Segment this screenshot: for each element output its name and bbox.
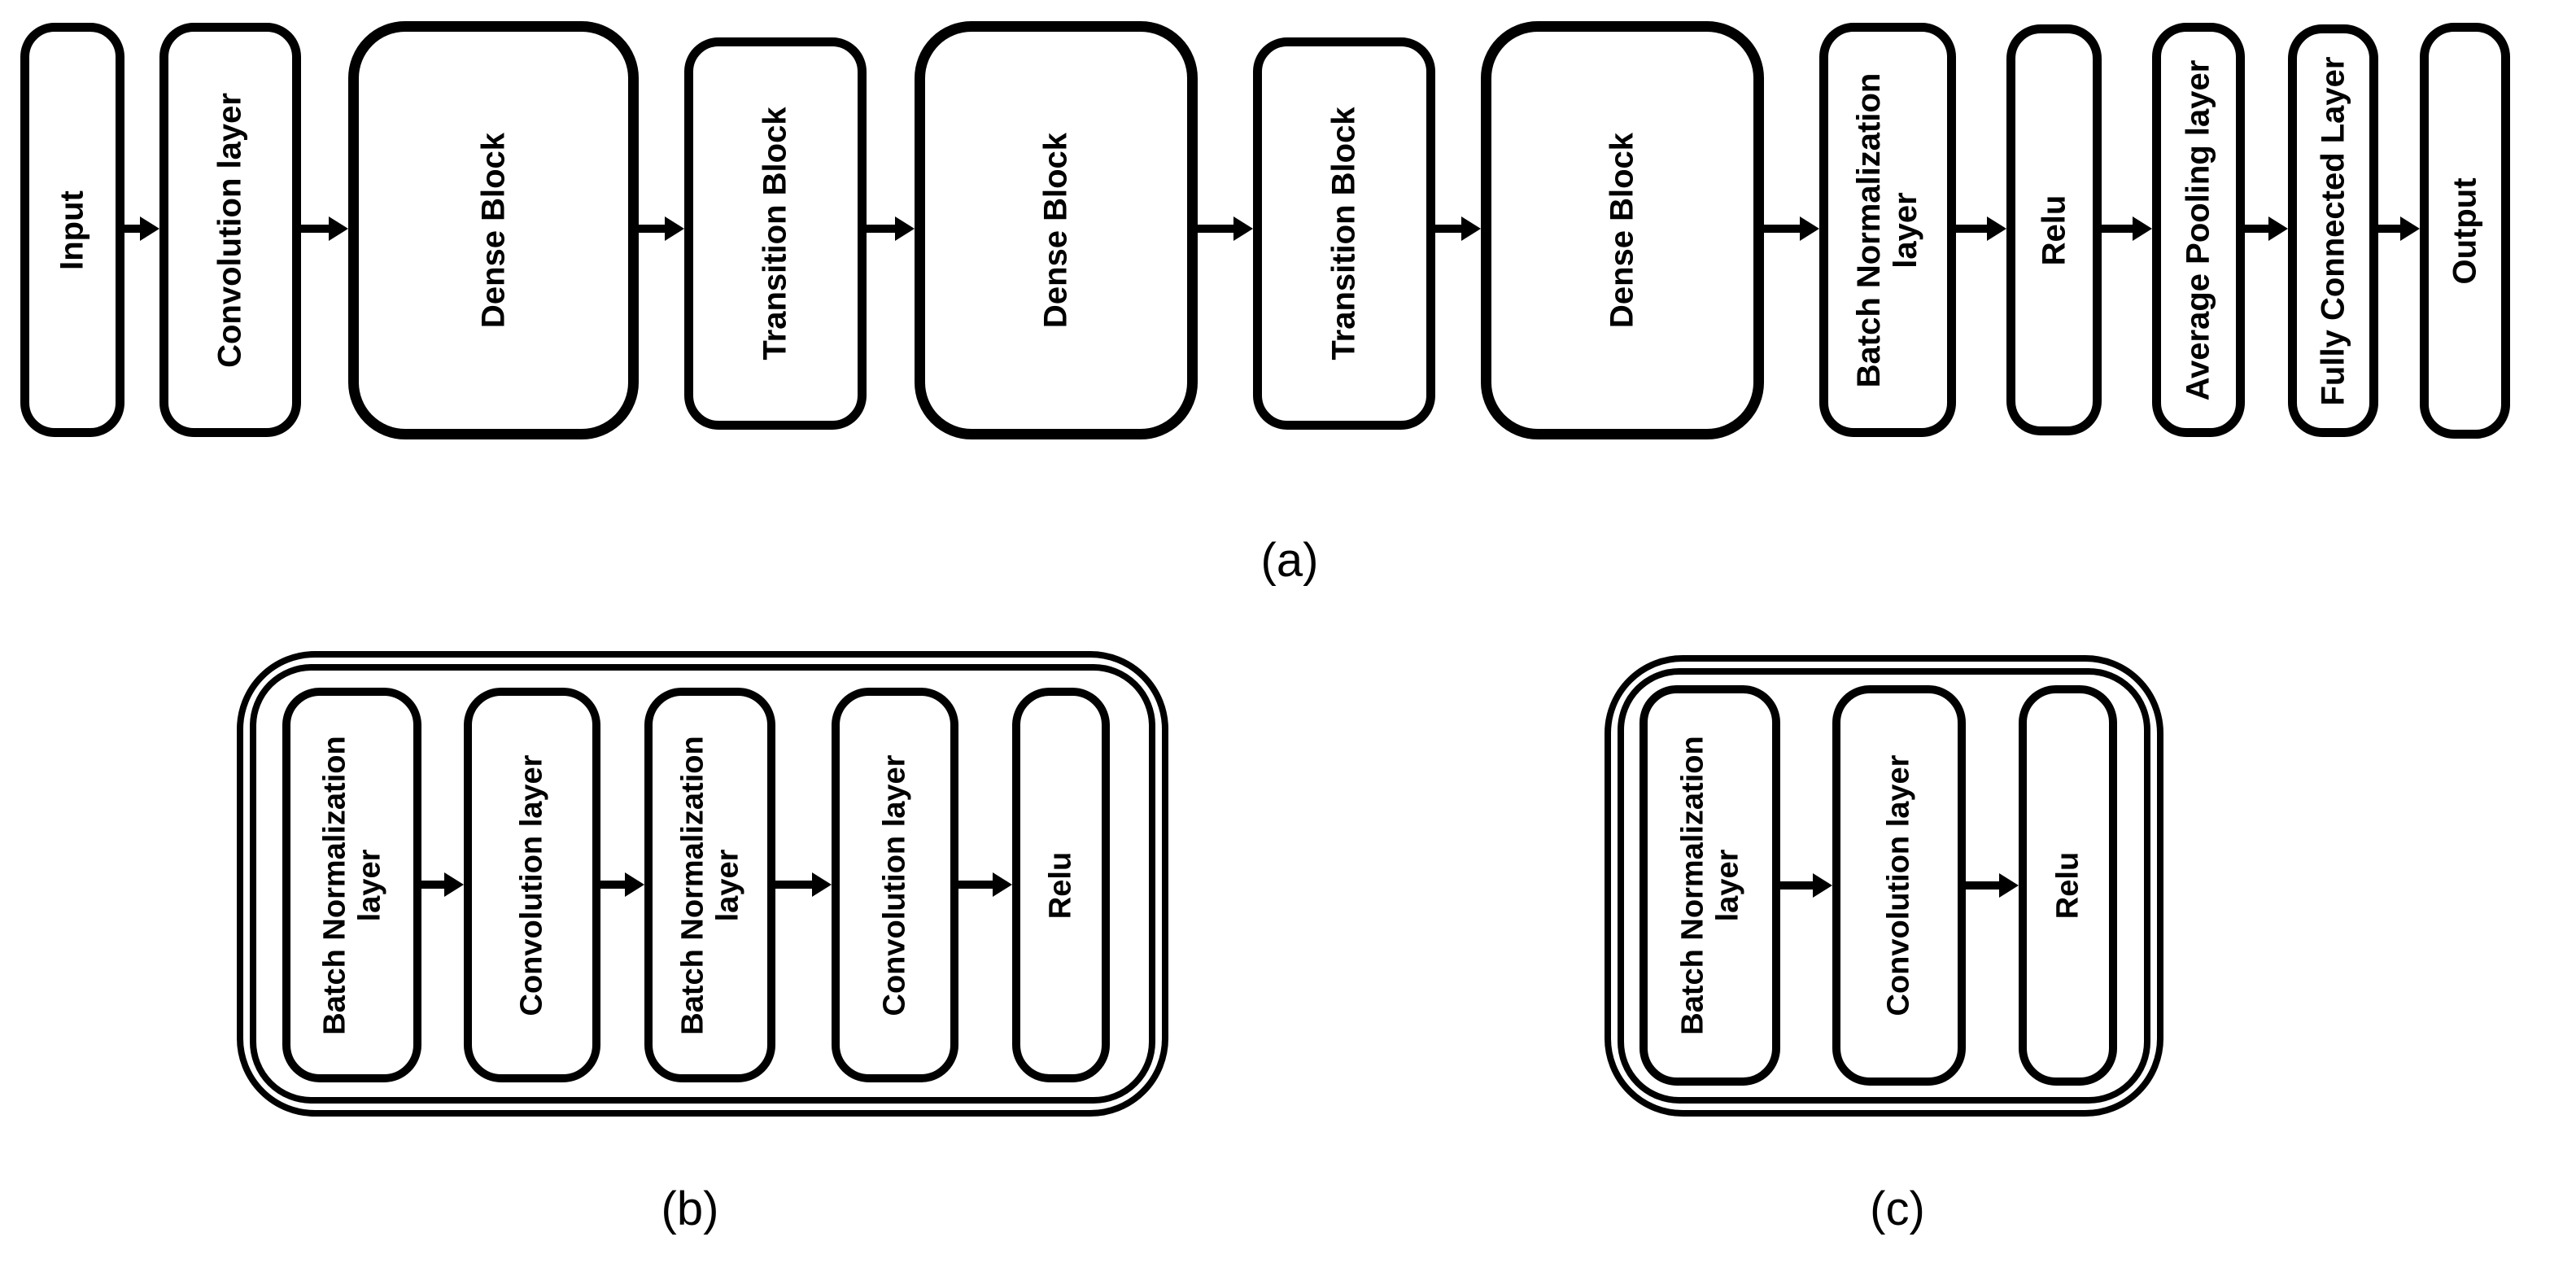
flow-a-batch-normalization-box: Batch Normalization layer — [1819, 23, 1956, 437]
flow-a-transition-block-2-box: Transition Block — [1253, 37, 1435, 430]
node-label: Convolution layer — [514, 754, 549, 1016]
flow-a-dense-block-2-box: Dense Block — [915, 21, 1198, 439]
flow-a-convolution-box: Convolution layer — [159, 23, 301, 437]
caption-c: (c) — [1870, 1182, 1925, 1235]
node-label: Output — [2447, 177, 2483, 285]
flow-a-arrow-10 — [2245, 216, 2288, 241]
node-label: Average Pooling layer — [2180, 59, 2216, 400]
node-label: Relu — [1043, 851, 1078, 919]
node-label: Input — [54, 190, 90, 270]
flow-b-batch-normalization-1-box: Batch Normalization layer — [282, 688, 421, 1082]
flow-a-arrow-2 — [301, 216, 348, 241]
node-label: Transition Block — [757, 107, 793, 361]
flow-a-arrow-4 — [867, 216, 915, 241]
node-label: Batch Normalization layer — [317, 735, 386, 1035]
flow-b-relu-box: Relu — [1012, 688, 1110, 1082]
flow-a-relu-box: Relu — [2006, 24, 2102, 435]
flow-a-arrow-11 — [2378, 216, 2420, 241]
flow-a-average-pooling-box: Average Pooling layer — [2152, 23, 2245, 437]
flow-b-convolution-2-box: Convolution layer — [832, 688, 958, 1082]
flow-a-arrow-1 — [124, 216, 159, 241]
flow-c-relu-box: Relu — [2019, 685, 2117, 1086]
node-label: Convolution layer — [877, 754, 912, 1016]
caption-b: (b) — [661, 1182, 719, 1235]
flow-a-arrow-8 — [1956, 216, 2006, 241]
flow-a-arrow-3 — [639, 216, 684, 241]
flow-a-dense-block-1-box: Dense Block — [348, 21, 639, 439]
flow-a-arrow-7 — [1764, 216, 1819, 241]
node-label: Batch Normalization layer — [1851, 72, 1923, 387]
flow-b-container-inner — [250, 664, 1155, 1104]
flow-a-arrow-9 — [2102, 216, 2152, 241]
flow-a-transition-block-1-box: Transition Block — [684, 37, 867, 430]
flow-a-arrow-6 — [1435, 216, 1481, 241]
flow-a-fully-connected-box: Fully Connected Layer — [2288, 24, 2378, 437]
node-label: Transition Block — [1325, 107, 1362, 361]
flow-b-arrow-2 — [600, 872, 644, 897]
flow-b-arrow-1 — [421, 872, 464, 897]
flow-c-arrow-2 — [1966, 873, 2019, 898]
node-label: Dense Block — [1037, 132, 1074, 329]
node-label: Dense Block — [1604, 132, 1640, 329]
node-label: Relu — [2036, 195, 2072, 265]
caption-a: (a) — [1260, 534, 1319, 587]
flow-b-convolution-1-box: Convolution layer — [464, 688, 600, 1082]
flow-b-arrow-4 — [958, 872, 1012, 897]
flow-a-output-box: Output — [2420, 23, 2510, 439]
flow-b-batch-normalization-2-box: Batch Normalization layer — [644, 688, 775, 1082]
node-label: Convolution layer — [1881, 754, 1916, 1016]
flow-c-convolution-box: Convolution layer — [1832, 685, 1966, 1086]
flow-a-arrow-5 — [1198, 216, 1253, 241]
flow-a-input-box: Input — [20, 23, 124, 437]
flow-c-batch-normalization-box: Batch Normalization layer — [1639, 685, 1780, 1086]
node-label: Convolution layer — [212, 92, 248, 368]
flow-b-arrow-3 — [775, 872, 832, 897]
node-label: Batch Normalization layer — [675, 735, 744, 1035]
flow-a-dense-block-3-box: Dense Block — [1481, 21, 1764, 439]
flow-c-container-inner — [1618, 668, 2150, 1104]
node-label: Relu — [2050, 851, 2085, 920]
node-label: Batch Normalization layer — [1674, 736, 1744, 1035]
node-label: Fully Connected Layer — [2315, 56, 2351, 405]
node-label: Dense Block — [475, 132, 512, 329]
flow-c-arrow-1 — [1780, 873, 1832, 898]
